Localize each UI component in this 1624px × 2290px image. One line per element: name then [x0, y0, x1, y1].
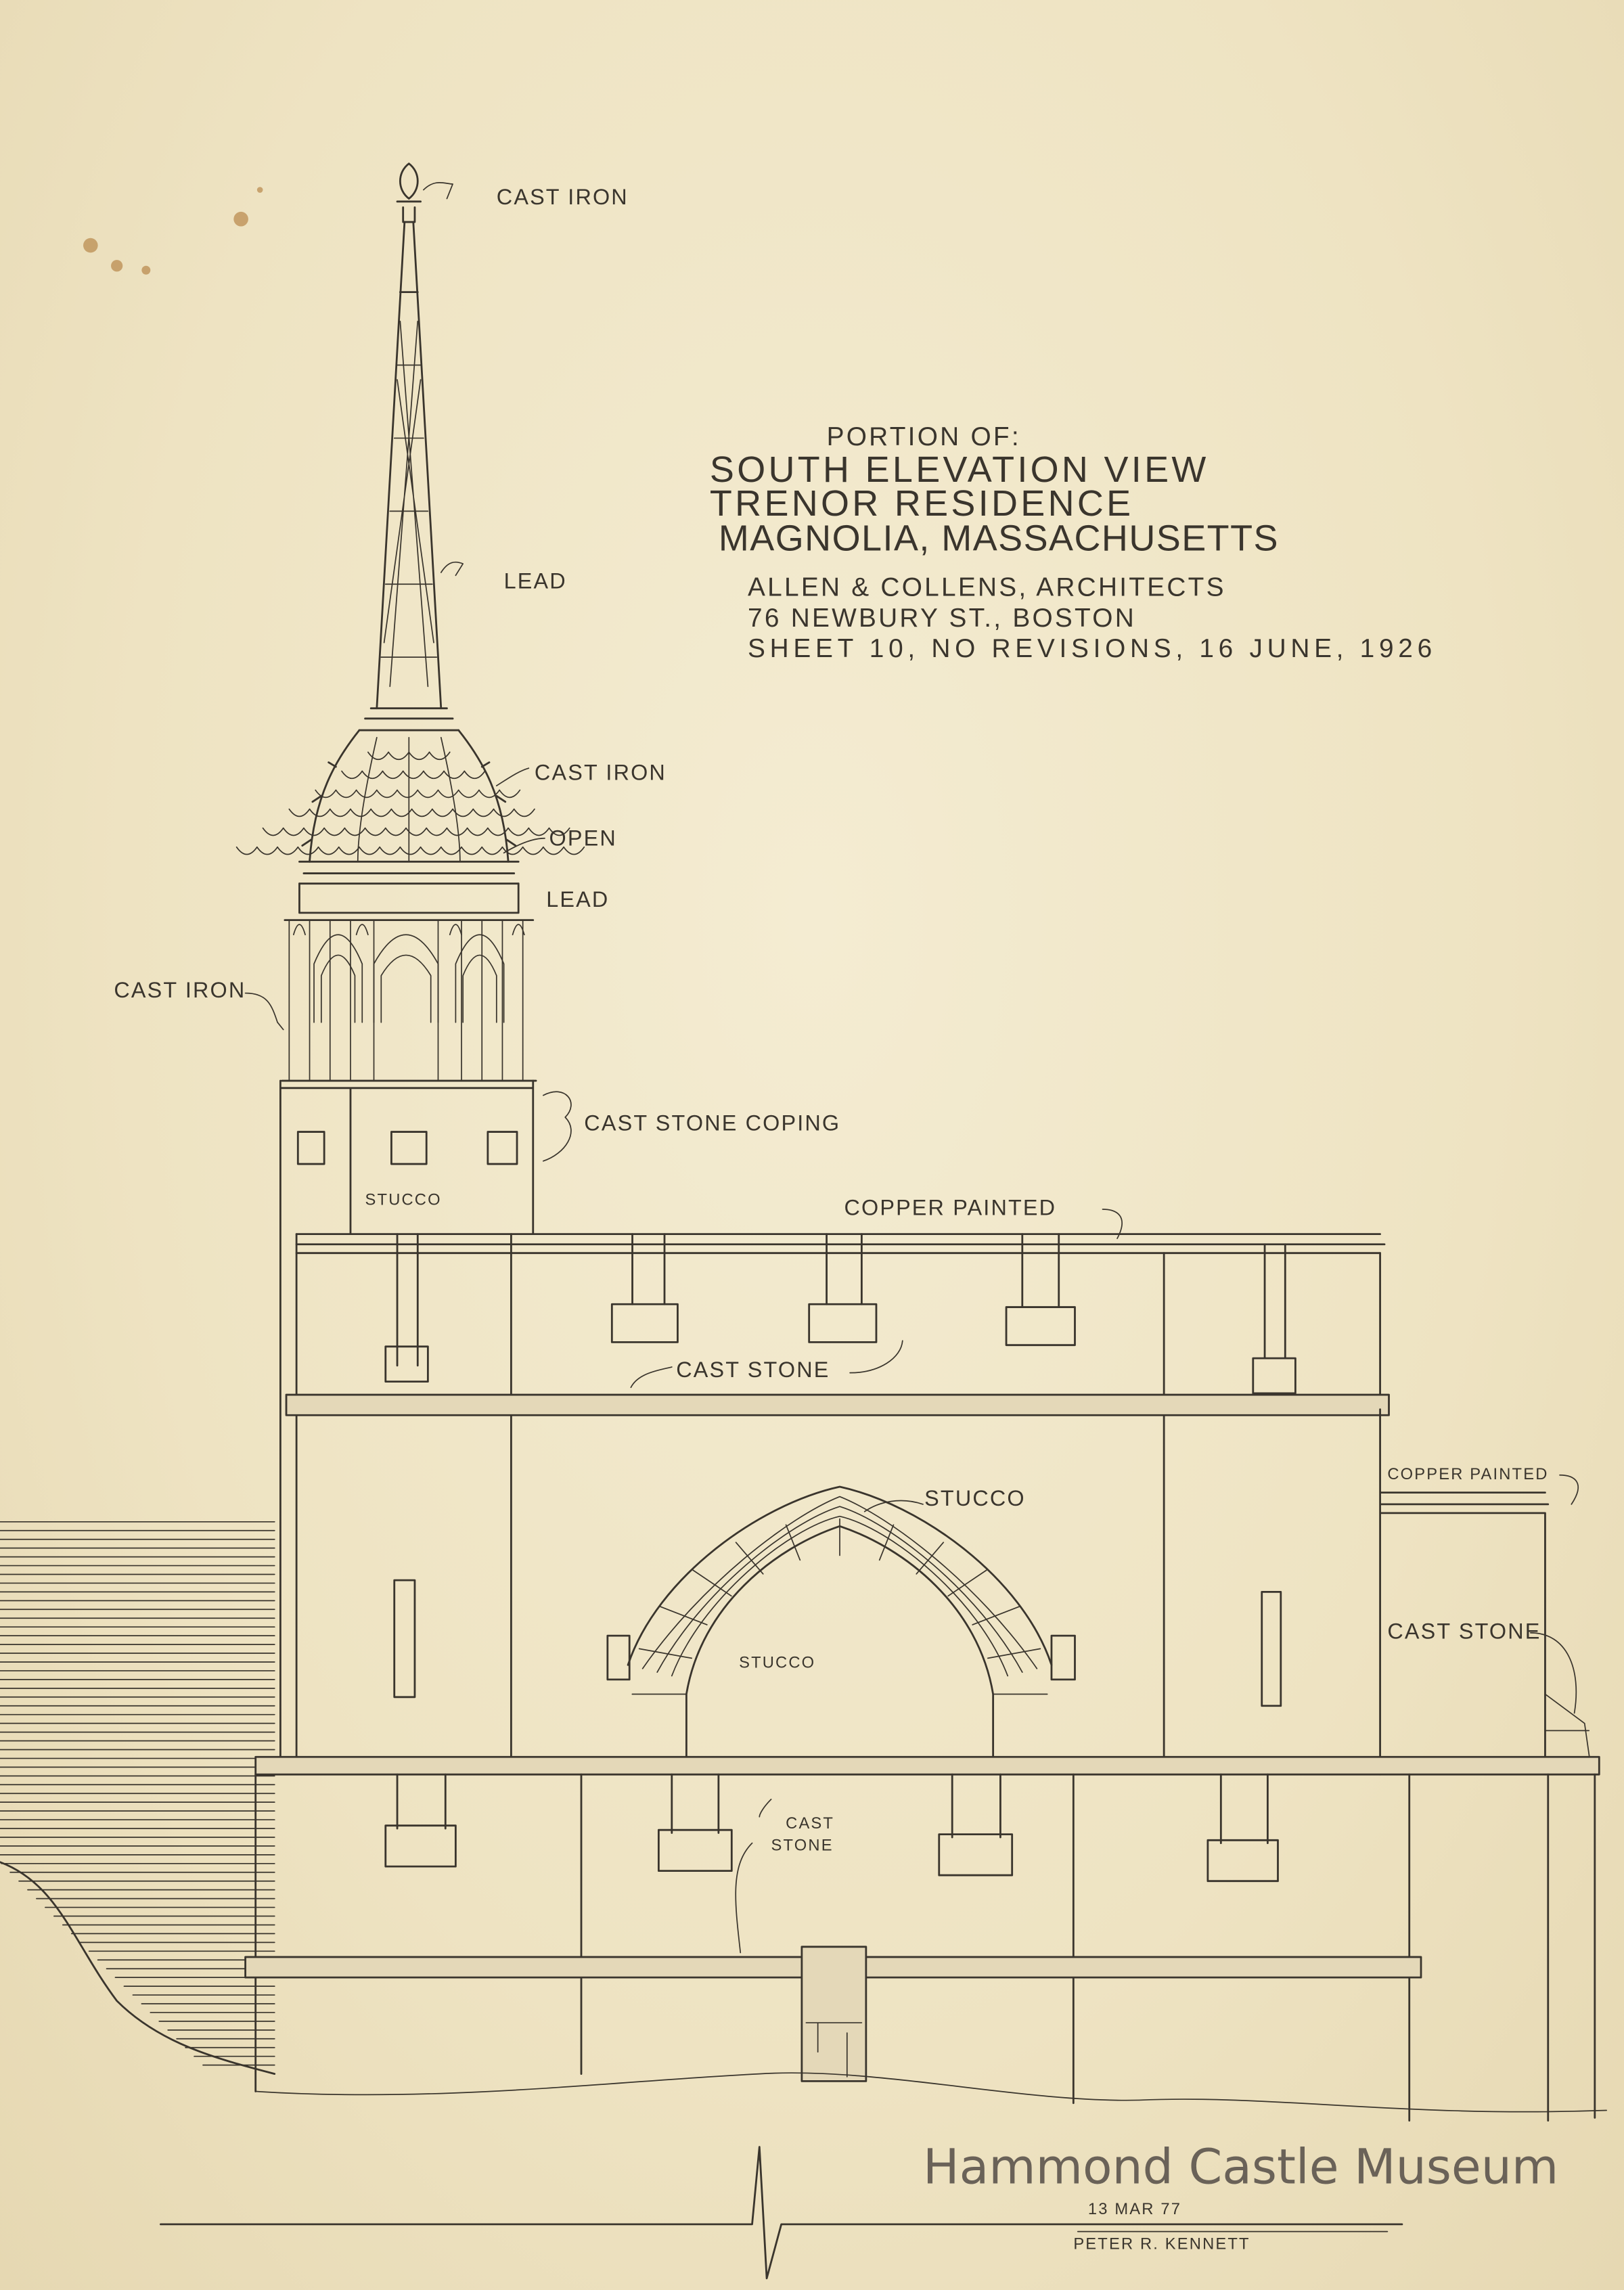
tower-base [279, 1079, 535, 1761]
label-cornice: COPPER PAINTED [844, 1196, 1056, 1220]
spire [358, 162, 460, 732]
label-dome-cresting: CAST IRON [535, 760, 667, 784]
label-open: OPEN [549, 826, 617, 851]
hillside-hatching [0, 1521, 275, 2066]
label-belfry: CAST IRON [114, 978, 246, 1002]
annotations: CAST IRON LEAD CAST IRON OPEN LEAD CAST … [114, 185, 1548, 1854]
paper-stains [83, 187, 263, 275]
lower-block [244, 1755, 1607, 2122]
dome [235, 729, 585, 914]
signature: 13 MAR 77 PETER R. KENNETT [1073, 2201, 1389, 2253]
title-block: PORTION OF: SOUTH ELEVATION VIEW TRENOR … [710, 422, 1434, 663]
signature-date: 13 MAR 77 [1088, 2201, 1181, 2218]
label-band: CAST STONE [676, 1357, 830, 1382]
label-arch-infill: STUCCO [739, 1655, 815, 1672]
signature-name: PETER R. KENNETT [1073, 2236, 1250, 2253]
label-lower-band-line-1: CAST [786, 1815, 834, 1833]
label-tower-stucco: STUCCO [365, 1191, 442, 1209]
title-line-5: ALLEN & COLLENS, ARCHITECTS [748, 573, 1226, 602]
label-annex-stone: CAST STONE [1387, 1619, 1541, 1643]
label-finial: CAST IRON [497, 185, 629, 209]
leader-lines [244, 181, 1579, 1954]
sheet-border [160, 2146, 1403, 2280]
label-annex-cornice: COPPER PAINTED [1387, 1466, 1548, 1483]
title-line-4: MAGNOLIA, MASSACHUSETTS [719, 518, 1281, 559]
label-coping: CAST STONE COPING [584, 1110, 840, 1135]
belfry [281, 919, 537, 1082]
title-line-7: SHEET 10, NO REVISIONS, 16 JUNE, 1926 [748, 634, 1434, 663]
label-lead: LEAD [546, 887, 609, 912]
right-annex [1379, 1408, 1593, 1776]
label-lower-band-line-2: STONE [771, 1837, 834, 1854]
watermark: Hammond Castle Museum [923, 2138, 1558, 2195]
title-line-2: SOUTH ELEVATION VIEW [710, 449, 1209, 490]
upper-block [285, 1233, 1390, 1761]
label-lower-band: CAST STONE [771, 1815, 835, 1854]
title-line-3: TRENOR RESIDENCE [710, 483, 1134, 524]
title-line-6: 76 NEWBURY ST., BOSTON [748, 604, 1136, 633]
label-arch-stucco: STUCCO [924, 1486, 1026, 1510]
title-line-1: PORTION OF: [827, 422, 1021, 451]
label-spire: LEAD [504, 569, 567, 593]
middle-block [393, 1485, 1282, 1761]
